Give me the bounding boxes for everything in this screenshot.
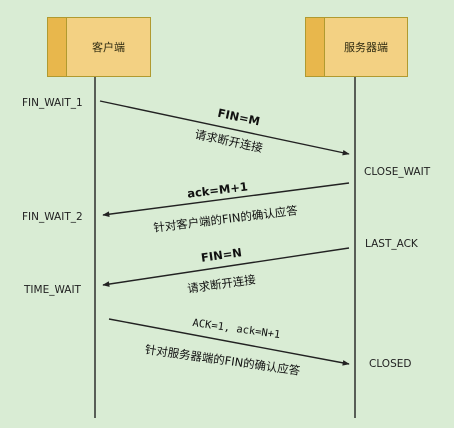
server-state-last-ack: LAST_ACK bbox=[365, 238, 418, 250]
client-label: 客户端 bbox=[92, 41, 125, 54]
message-1-arrow bbox=[99, 100, 350, 156]
message-1-description: 请求断开连接 bbox=[194, 127, 265, 155]
message-4-description: 针对服务器端的FIN的确认应答 bbox=[144, 342, 302, 378]
message-1-label: FIN=M bbox=[216, 106, 261, 129]
client-state-time-wait: TIME_WAIT bbox=[24, 284, 81, 296]
message-3-label: FIN=N bbox=[200, 245, 243, 265]
message-4-arrow bbox=[108, 318, 350, 366]
server-box: 服务器端 bbox=[305, 17, 408, 77]
client-state-fin-wait-2: FIN_WAIT_2 bbox=[22, 211, 83, 223]
message-2-description: 针对客户端的FIN的确认应答 bbox=[153, 203, 299, 235]
client-box: 客户端 bbox=[47, 17, 151, 77]
message-3-description: 请求断开连接 bbox=[186, 272, 257, 296]
client-state-fin-wait-1: FIN_WAIT_1 bbox=[22, 97, 83, 109]
server-label: 服务器端 bbox=[344, 41, 388, 54]
server-box-stripe bbox=[306, 18, 325, 76]
client-box-stripe bbox=[48, 18, 67, 76]
server-state-close-wait: CLOSE_WAIT bbox=[364, 166, 431, 178]
server-state-closed: CLOSED bbox=[369, 358, 412, 370]
message-2-arrow bbox=[102, 182, 350, 217]
message-3-arrow bbox=[102, 247, 350, 287]
